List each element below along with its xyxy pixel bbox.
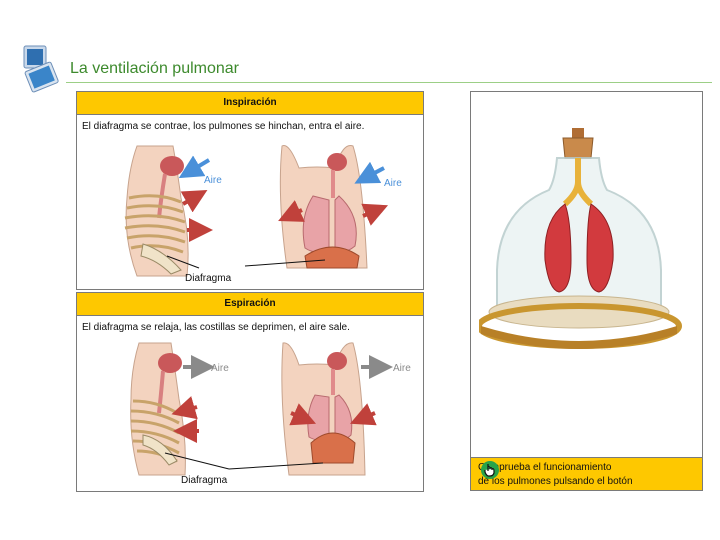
left-balloon-lung [544, 203, 572, 293]
diaphragm-label: Diafragma [185, 273, 232, 284]
air-label-left: Aire [211, 363, 229, 374]
air-label-right: Aire [384, 178, 402, 189]
diaphragm-leader-right [228, 462, 324, 470]
expand-arrow-front-right [361, 203, 389, 226]
diaphragm-leader-right [244, 259, 326, 267]
inspiration-panel: Inspiración El diafragma se contrae, los… [76, 91, 424, 290]
stopper-tube [572, 128, 584, 138]
experiment-caption: Comprueba el funcionamiento de los pulmo… [478, 461, 633, 489]
side-torso-inhale [124, 145, 189, 277]
page-title: La ventilación pulmonar [70, 60, 239, 77]
caption-line-1: Comprueba el funcionamiento [478, 462, 612, 473]
contract-arrow-upper [171, 396, 198, 420]
inspiration-heading: Inspiración [77, 92, 423, 115]
right-balloon-lung [586, 203, 614, 293]
cork-stopper [562, 137, 594, 159]
rubber-membrane [488, 295, 670, 329]
contract-arrow-front-right [349, 403, 377, 426]
y-tube [562, 158, 594, 207]
front-torso-inhale [279, 144, 368, 269]
air-label-left: Aire [204, 175, 222, 186]
bell-jar-panel: Comprueba el funcionamiento de los pulmo… [470, 91, 703, 491]
air-in-arrow-left [178, 155, 211, 179]
run-experiment-button[interactable] [481, 461, 499, 479]
diaphragm-leader-left [166, 255, 200, 269]
inspiration-illustration: Aire Aire Diafragma [124, 144, 402, 284]
diaphragm-leader-left [164, 452, 230, 470]
contract-arrow-front-left [289, 403, 317, 426]
expiration-heading: Espiración [77, 293, 423, 316]
air-in-arrow-right [354, 161, 385, 184]
hand-pointer-icon [484, 464, 495, 477]
caption-line-2: de los pulmones pulsando el botón [478, 476, 633, 487]
front-torso-exhale [281, 342, 366, 476]
side-torso-exhale [130, 342, 186, 476]
bell-jar-lung-model [479, 128, 682, 349]
expiration-illustration: Aire Aire Diafragma [130, 342, 411, 486]
expand-arrow-front-left [278, 200, 305, 222]
diaphragm-label: Diafragma [181, 475, 228, 486]
presentation-logo-icon [20, 44, 60, 94]
air-label-right: Aire [393, 363, 411, 374]
expand-arrow-upper [180, 190, 208, 213]
experiment-caption-bar: Comprueba el funcionamiento de los pulmo… [471, 457, 702, 490]
jar-base [481, 326, 677, 349]
inspiration-description: El diafragma se contrae, los pulmones se… [82, 121, 365, 132]
expiration-panel: Espiración El diafragma se relaja, las c… [76, 292, 424, 492]
expiration-description: El diafragma se relaja, las costillas se… [82, 322, 350, 333]
title-divider [66, 82, 712, 83]
